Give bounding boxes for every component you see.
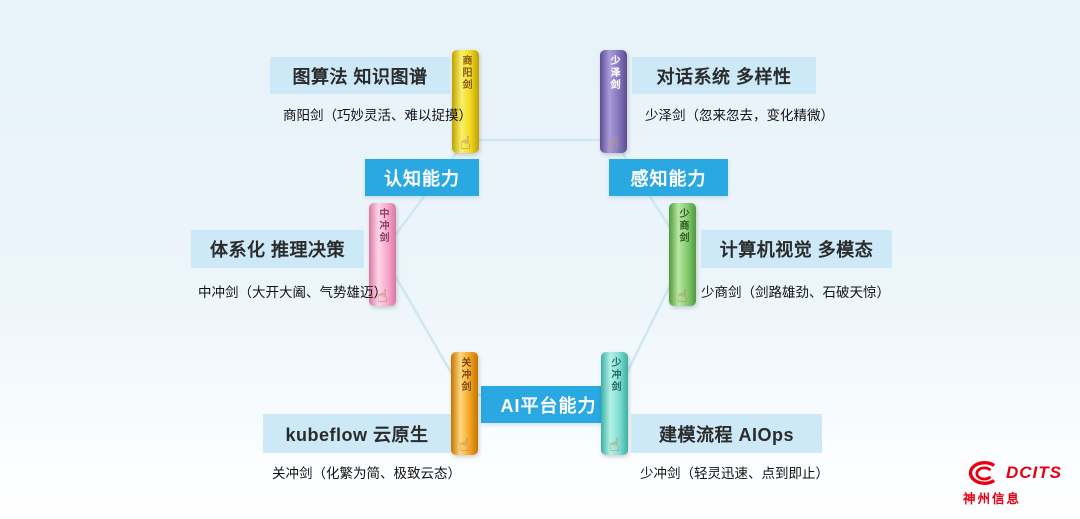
pointing-finger-icon: ☝ [460, 133, 471, 154]
pointing-finger-icon: ☝ [459, 435, 470, 456]
sword-shaoshang: 少商剑 ☝ [669, 203, 696, 306]
title-graph-algorithms: 图算法 知识图谱 [270, 57, 450, 94]
sword-guanchong-label: 关冲剑 [459, 357, 470, 393]
sword-shaochong-label: 少冲剑 [609, 357, 620, 393]
pointing-finger-icon: ☝ [377, 286, 388, 307]
sword-shaochong: 少冲剑 ☝ [601, 352, 628, 455]
pointing-finger-icon: ☝ [609, 435, 620, 456]
sword-zhongchong-label: 中冲剑 [377, 208, 388, 244]
desc-guanchong: 关冲剑（化繁为简、极致云态） [272, 466, 461, 481]
sword-shaoze-label: 少泽剑 [608, 55, 619, 91]
pointing-finger-icon: ☝ [608, 133, 619, 154]
title-dialogue-systems: 对话系统 多样性 [632, 57, 816, 94]
logo-brand-text: DCITS [1006, 463, 1062, 482]
title-kubeflow-cloud-native: kubeflow 云原生 [263, 414, 451, 453]
desc-shangyang: 商阳剑（巧妙灵活、难以捉摸） [283, 108, 472, 123]
sword-shangyang: 商阳剑 ☝ [452, 50, 479, 153]
desc-shaochong: 少冲剑（轻灵迅速、点到即止） [640, 466, 829, 481]
sword-shangyang-label: 商阳剑 [460, 55, 471, 91]
dcits-swirl-icon [968, 461, 996, 485]
desc-shaoze: 少泽剑（忽来忽去，变化精微） [645, 108, 834, 123]
desc-shaoshang: 少商剑（剑路雄劲、石破天惊） [701, 285, 890, 300]
sword-guanchong: 关冲剑 ☝ [451, 352, 478, 455]
title-systematic-reasoning: 体系化 推理决策 [191, 230, 364, 268]
capability-perception: 感知能力 [609, 159, 728, 196]
sword-shaoshang-label: 少商剑 [677, 208, 688, 244]
logo-company-text: 神州信息 [963, 492, 1022, 506]
sword-zhongchong: 中冲剑 ☝ [369, 203, 396, 306]
desc-zhongchong: 中冲剑（大开大阖、气势雄迈） [198, 285, 387, 300]
title-modeling-aiops: 建模流程 AIOps [631, 414, 822, 453]
capability-cognitive: 认知能力 [365, 159, 479, 196]
sword-shaoze: 少泽剑 ☝ [600, 50, 627, 153]
dcits-logo: DCITS 神州信息 [963, 459, 1062, 507]
capability-ai-platform: AI平台能力 [481, 386, 616, 423]
pointing-finger-icon: ☝ [677, 286, 688, 307]
title-computer-vision: 计算机视觉 多模态 [701, 230, 892, 268]
